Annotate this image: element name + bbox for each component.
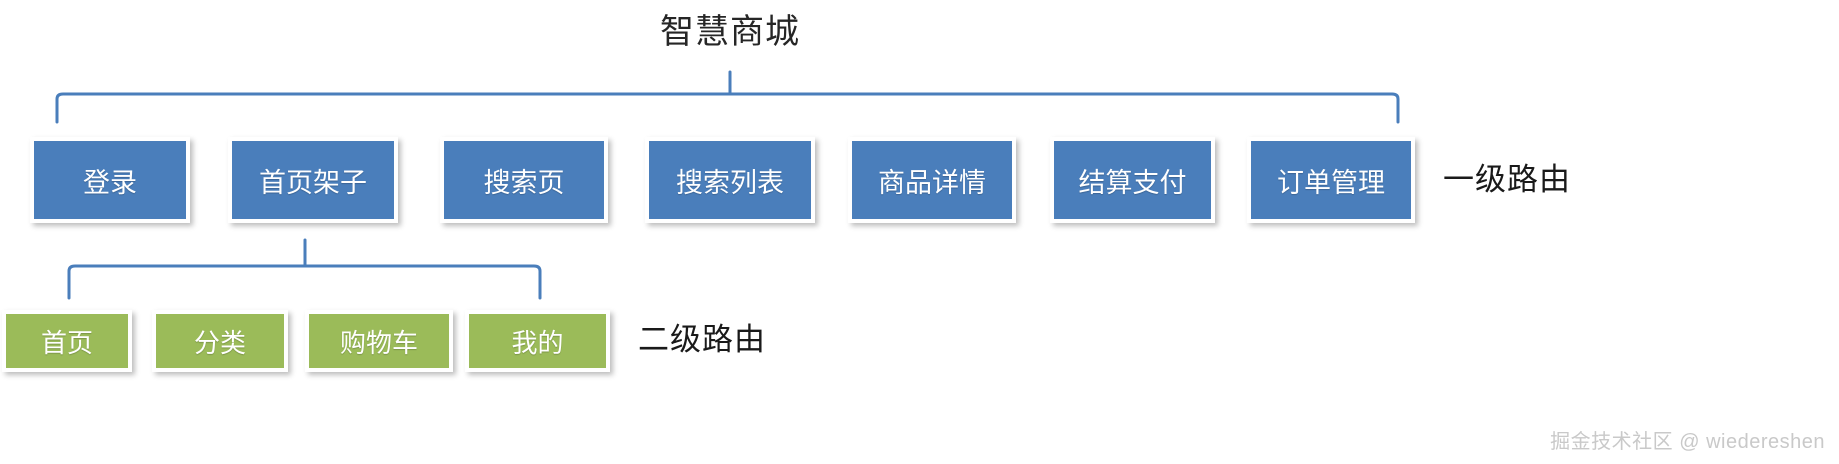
node-level2[interactable]: 购物车	[305, 310, 453, 372]
watermark: 掘金技术社区 @ wiedereshen	[1550, 431, 1825, 453]
node-level2[interactable]: 首页	[2, 310, 132, 372]
node-level1[interactable]: 首页架子	[228, 137, 398, 223]
diagram-title: 智慧商城	[660, 13, 800, 51]
node-level2[interactable]: 我的	[465, 310, 610, 372]
level1-bracket	[55, 70, 1400, 124]
node-level1[interactable]: 结算支付	[1050, 137, 1215, 223]
node-level1[interactable]: 订单管理	[1247, 137, 1415, 223]
level2-route-label: 二级路由	[638, 322, 766, 357]
node-level1[interactable]: 商品详情	[848, 137, 1016, 223]
node-level1[interactable]: 搜索页	[440, 137, 608, 223]
node-level2[interactable]: 分类	[152, 310, 288, 372]
node-level1[interactable]: 登录	[30, 137, 190, 223]
node-level1[interactable]: 搜索列表	[645, 137, 815, 223]
level1-route-label: 一级路由	[1443, 162, 1571, 197]
level2-bracket	[67, 238, 542, 300]
